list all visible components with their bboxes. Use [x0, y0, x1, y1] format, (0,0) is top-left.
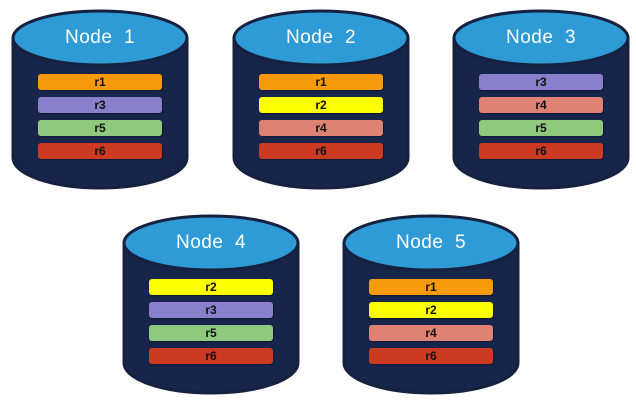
- node-cylinder-1[interactable]: Node 1 r1 r3 r5 r6: [10, 8, 190, 190]
- cylinder-top-cap: [452, 9, 630, 67]
- node-title-label: Node 1: [64, 27, 136, 48]
- cylinder-top-cap: [232, 9, 410, 67]
- replica-bar-r3[interactable]: r3: [149, 302, 273, 318]
- replica-list: r2 r3 r5 r6: [149, 279, 273, 364]
- replica-bar-r3[interactable]: r3: [479, 74, 603, 90]
- node-cylinder-4[interactable]: Node 4 r2 r3 r5 r6: [121, 213, 301, 395]
- replica-bar-r2[interactable]: r2: [369, 302, 493, 318]
- replica-list: r3 r4 r5 r6: [479, 74, 603, 159]
- replica-bar-r6[interactable]: r6: [149, 348, 273, 364]
- replica-bar-r4[interactable]: r4: [259, 120, 383, 136]
- replica-bar-r5[interactable]: r5: [38, 120, 162, 136]
- replica-bar-r6[interactable]: r6: [479, 143, 603, 159]
- replica-list: r1 r3 r5 r6: [38, 74, 162, 159]
- replica-bar-r3[interactable]: r3: [38, 97, 162, 113]
- node-title-label: Node 5: [395, 232, 467, 253]
- replica-bar-r1[interactable]: r1: [38, 74, 162, 90]
- cylinder-top-cap: [11, 9, 189, 67]
- replica-bar-r2[interactable]: r2: [149, 279, 273, 295]
- replica-bar-r4[interactable]: r4: [369, 325, 493, 341]
- replica-bar-r6[interactable]: r6: [259, 143, 383, 159]
- replica-bar-r5[interactable]: r5: [479, 120, 603, 136]
- node-cylinder-3[interactable]: Node 3 r3 r4 r5 r6: [451, 8, 631, 190]
- replica-bar-r4[interactable]: r4: [479, 97, 603, 113]
- node-title-label: Node 4: [175, 232, 247, 253]
- replica-list: r1 r2 r4 r6: [259, 74, 383, 159]
- replica-bar-r2[interactable]: r2: [259, 97, 383, 113]
- replica-list: r1 r2 r4 r6: [369, 279, 493, 364]
- cylinder-top-cap: [342, 214, 520, 272]
- cylinder-top-cap: [122, 214, 300, 272]
- node-cylinder-2[interactable]: Node 2 r1 r2 r4 r6: [231, 8, 411, 190]
- replica-bar-r1[interactable]: r1: [259, 74, 383, 90]
- replica-bar-r6[interactable]: r6: [38, 143, 162, 159]
- replica-bar-r1[interactable]: r1: [369, 279, 493, 295]
- replica-bar-r6[interactable]: r6: [369, 348, 493, 364]
- node-cylinder-5[interactable]: Node 5 r1 r2 r4 r6: [341, 213, 521, 395]
- replica-bar-r5[interactable]: r5: [149, 325, 273, 341]
- node-title-label: Node 2: [285, 27, 357, 48]
- node-title-label: Node 3: [505, 27, 577, 48]
